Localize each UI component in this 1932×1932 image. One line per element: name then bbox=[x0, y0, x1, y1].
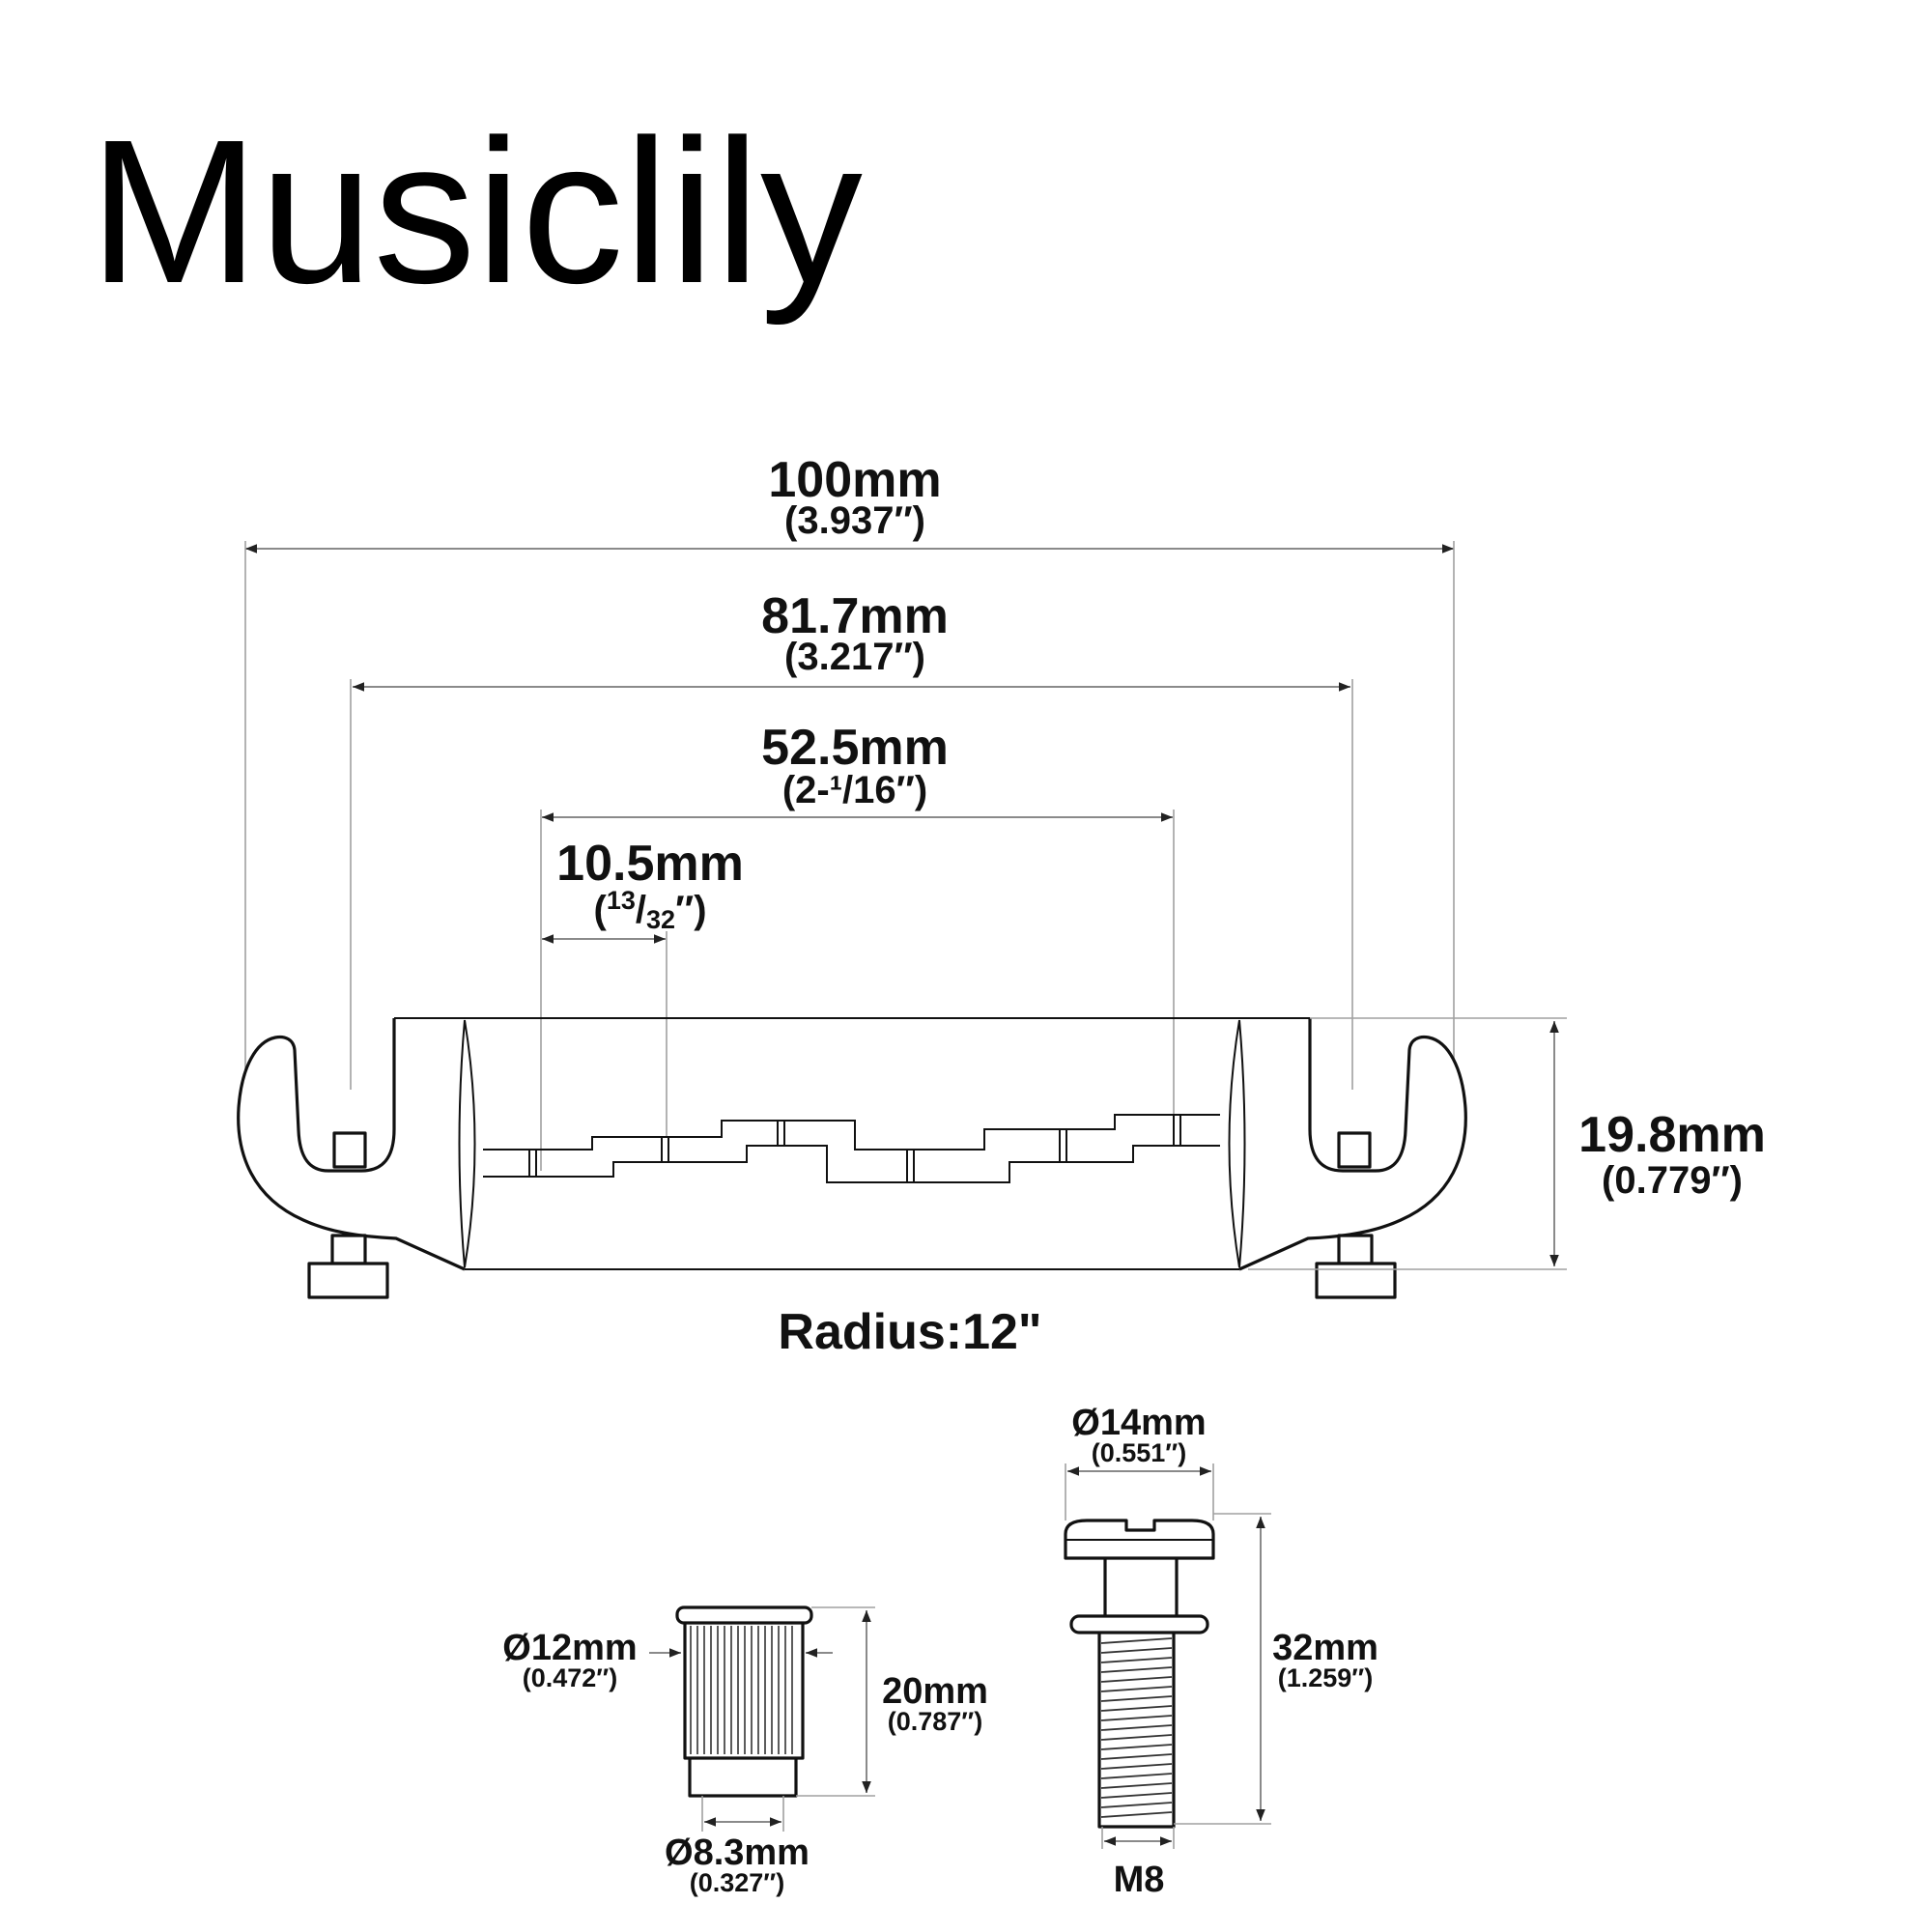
string-slot-6 bbox=[1173, 1114, 1181, 1147]
bushing-head-diameter-imperial: (0.472″) bbox=[523, 1663, 617, 1692]
left-stud-stem bbox=[330, 1234, 367, 1265]
stud-head-diameter-metric: Ø14mm bbox=[1071, 1403, 1206, 1443]
right-post-slot-block bbox=[1337, 1131, 1372, 1169]
string-slots bbox=[528, 1114, 1181, 1183]
bushing-knurl-lines bbox=[690, 1626, 793, 1754]
thread-line bbox=[1100, 1724, 1173, 1731]
height-imperial: (0.779″) bbox=[1602, 1159, 1743, 1202]
overall-length-metric: 100mm bbox=[768, 452, 941, 508]
string-spacing-paren-open: ( bbox=[593, 889, 607, 931]
string-spacing-denominator: 32 bbox=[646, 905, 675, 934]
stud-thread-lines bbox=[1100, 1637, 1173, 1818]
wraparound-bridge bbox=[237, 1017, 1467, 1299]
left-post-slot-block bbox=[332, 1131, 367, 1169]
thread-line bbox=[1100, 1811, 1173, 1818]
left-stud-base bbox=[307, 1262, 389, 1299]
stud-thread-size: M8 bbox=[1114, 1860, 1165, 1900]
bridge-left-end-cap bbox=[458, 1019, 476, 1268]
string-slot-1 bbox=[528, 1149, 537, 1178]
thread-line bbox=[1100, 1695, 1173, 1702]
string-spacing-slash: / bbox=[636, 889, 646, 931]
thread-line bbox=[1100, 1715, 1173, 1721]
outer-string-spacing-metric: 52.5mm bbox=[761, 720, 949, 776]
thread-line bbox=[1100, 1763, 1173, 1770]
right-hook-outline bbox=[1238, 1018, 1467, 1271]
post-spacing-metric: 81.7mm bbox=[761, 588, 949, 644]
bridge-left-hook bbox=[237, 1018, 466, 1299]
string-spacing-imperial: (13/32″) bbox=[593, 886, 706, 934]
bushing-head-flange bbox=[675, 1605, 813, 1625]
brand-title: Musiclily bbox=[89, 97, 863, 326]
outer-string-spacing-imperial: (2-¹/16″) bbox=[782, 769, 927, 811]
bridge-right-end-cap bbox=[1228, 1019, 1246, 1268]
thread-line bbox=[1100, 1705, 1173, 1712]
string-slot-5 bbox=[1059, 1128, 1067, 1163]
string-spacing-numerator: 13 bbox=[607, 886, 636, 915]
radius-label: Radius:12" bbox=[778, 1304, 1041, 1360]
left-hook-outline bbox=[237, 1018, 466, 1271]
stud-washer bbox=[1069, 1614, 1209, 1634]
intonation-step-upper bbox=[483, 1114, 1220, 1151]
stud-head-diameter-imperial: (0.551″) bbox=[1092, 1438, 1186, 1467]
thread-line bbox=[1100, 1666, 1173, 1673]
string-spacing-paren-close: ″) bbox=[675, 889, 706, 931]
thread-line bbox=[1100, 1637, 1173, 1644]
thread-line bbox=[1100, 1676, 1173, 1683]
thread-line bbox=[1100, 1802, 1173, 1808]
stud-neck bbox=[1103, 1554, 1179, 1620]
bushing-head-diameter-metric: Ø12mm bbox=[502, 1628, 637, 1668]
bushing-shank-diameter-imperial: (0.327″) bbox=[690, 1868, 784, 1897]
stud-length-imperial: (1.259″) bbox=[1278, 1663, 1373, 1692]
string-slot-2 bbox=[661, 1136, 669, 1163]
thread-line bbox=[1100, 1734, 1173, 1741]
thread-line bbox=[1100, 1773, 1173, 1779]
thread-line bbox=[1100, 1686, 1173, 1692]
anchor-bushing bbox=[675, 1605, 813, 1798]
thread-line bbox=[1100, 1657, 1173, 1663]
string-slot-4 bbox=[906, 1149, 915, 1183]
bushing-length-imperial: (0.787″) bbox=[888, 1707, 982, 1736]
thread-line bbox=[1100, 1744, 1173, 1750]
string-spacing-metric: 10.5mm bbox=[556, 836, 744, 892]
intonation-step-lower bbox=[483, 1145, 1220, 1183]
post-spacing-imperial: (3.217″) bbox=[784, 636, 925, 678]
overall-length-imperial: (3.937″) bbox=[784, 499, 925, 542]
string-slot-3 bbox=[777, 1120, 785, 1147]
height-metric: 19.8mm bbox=[1578, 1107, 1766, 1163]
bushing-lower-shank bbox=[688, 1754, 798, 1798]
bushing-shank-diameter-metric: Ø8.3mm bbox=[665, 1833, 810, 1873]
stud-length-metric: 32mm bbox=[1272, 1628, 1378, 1668]
stud-screw bbox=[1064, 1519, 1215, 1829]
thread-line bbox=[1100, 1792, 1173, 1799]
bushing-length-metric: 20mm bbox=[882, 1671, 988, 1712]
thread-line bbox=[1100, 1647, 1173, 1654]
right-stud-stem bbox=[1337, 1234, 1374, 1265]
thread-line bbox=[1100, 1782, 1173, 1789]
thread-line bbox=[1100, 1753, 1173, 1760]
